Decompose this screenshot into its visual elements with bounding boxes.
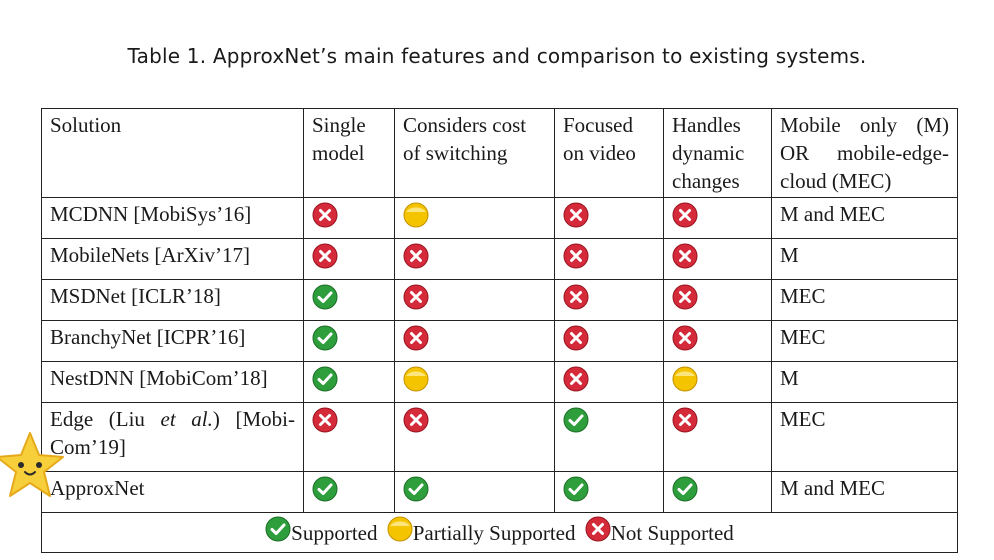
table-row: ApproxNet M and MEC — [41, 471, 958, 513]
legend-row: Supported Partially Supported Not Suppor… — [41, 512, 958, 553]
partial-circle-icon — [403, 366, 429, 392]
check-icon — [563, 407, 589, 433]
mode-cell: MEC — [771, 279, 958, 321]
table-row: MSDNet [ICLR’18] MEC — [41, 279, 958, 321]
cross-icon — [403, 243, 429, 269]
single-model-cell — [303, 471, 395, 513]
cross-icon — [563, 366, 589, 392]
cross-icon — [563, 202, 589, 228]
single-model-cell — [303, 402, 395, 472]
cross-icon — [672, 284, 698, 310]
cross-icon — [312, 243, 338, 269]
cross-icon — [563, 325, 589, 351]
solution-cell: BranchyNet [ICPR’16] — [41, 320, 304, 362]
switching-cell — [394, 320, 555, 362]
header-solution: Solution — [41, 108, 304, 198]
switching-cell — [394, 402, 555, 472]
switching-cell — [394, 279, 555, 321]
switching-cell — [394, 197, 555, 239]
check-icon — [672, 476, 698, 502]
cross-icon — [563, 243, 589, 269]
check-icon — [563, 476, 589, 502]
single-model-cell — [303, 197, 395, 239]
partial-circle-icon — [387, 516, 413, 542]
cross-icon — [672, 243, 698, 269]
cross-icon — [403, 325, 429, 351]
switching-cell — [394, 361, 555, 403]
switching-cell — [394, 471, 555, 513]
video-cell — [554, 471, 664, 513]
mode-cell: MEC — [771, 402, 958, 472]
mode-cell: M and MEC — [771, 197, 958, 239]
solution-cell: Edge (Liu et al.) [Mobi- Com’19] — [41, 402, 304, 472]
check-icon — [312, 284, 338, 310]
legend-not-supported: Not Supported — [585, 516, 734, 547]
legend: Supported Partially Supported Not Suppor… — [41, 512, 958, 553]
solution-cell: MCDNN [MobiSys’16] — [41, 197, 304, 239]
legend-partial: Partially Supported — [387, 516, 575, 547]
table-row: MCDNN [MobiSys’16] M and MEC — [41, 197, 958, 239]
table-row: MobileNets [ArXiv’17] M — [41, 238, 958, 280]
solution-cell: NestDNN [MobiCom’18] — [41, 361, 304, 403]
dynamic-cell — [663, 279, 772, 321]
video-cell — [554, 402, 664, 472]
video-cell — [554, 197, 664, 239]
dynamic-cell — [663, 361, 772, 403]
video-cell — [554, 279, 664, 321]
solution-cell: ApproxNet — [41, 471, 304, 513]
mode-cell: M — [771, 361, 958, 403]
dynamic-cell — [663, 320, 772, 362]
switching-cell — [394, 238, 555, 280]
video-cell — [554, 320, 664, 362]
cross-icon — [672, 325, 698, 351]
cross-icon — [672, 407, 698, 433]
legend-supported: Supported — [265, 516, 378, 547]
check-icon — [312, 325, 338, 351]
check-icon — [312, 476, 338, 502]
mode-cell: M and MEC — [771, 471, 958, 513]
partial-circle-icon — [672, 366, 698, 392]
dynamic-cell — [663, 197, 772, 239]
header-mobile-mode: Mobile only (M)OR mobile-edge-cloud (MEC… — [771, 108, 958, 198]
single-model-cell — [303, 279, 395, 321]
cross-icon — [312, 202, 338, 228]
solution-cell: MobileNets [ArXiv’17] — [41, 238, 304, 280]
cross-icon — [403, 284, 429, 310]
check-icon — [403, 476, 429, 502]
solution-cell: MSDNet [ICLR’18] — [41, 279, 304, 321]
table-row: BranchyNet [ICPR’16] MEC — [41, 320, 958, 362]
video-cell — [554, 361, 664, 403]
cross-icon — [585, 516, 611, 542]
single-model-cell — [303, 238, 395, 280]
table-caption: Table 1. ApproxNet’s main features and c… — [127, 44, 867, 68]
dynamic-cell — [663, 402, 772, 472]
star-emoji-icon — [0, 430, 66, 500]
table-row: Edge (Liu et al.) [Mobi- Com’19] MEC — [41, 402, 958, 472]
cross-icon — [672, 202, 698, 228]
single-model-cell — [303, 361, 395, 403]
check-icon — [265, 516, 291, 542]
cross-icon — [403, 407, 429, 433]
dynamic-cell — [663, 238, 772, 280]
dynamic-cell — [663, 471, 772, 513]
partial-circle-icon — [403, 202, 429, 228]
cross-icon — [312, 407, 338, 433]
check-icon — [312, 366, 338, 392]
table-row: NestDNN [MobiCom’18] M — [41, 361, 958, 403]
mode-cell: M — [771, 238, 958, 280]
video-cell — [554, 238, 664, 280]
mode-cell: MEC — [771, 320, 958, 362]
single-model-cell — [303, 320, 395, 362]
cross-icon — [563, 284, 589, 310]
